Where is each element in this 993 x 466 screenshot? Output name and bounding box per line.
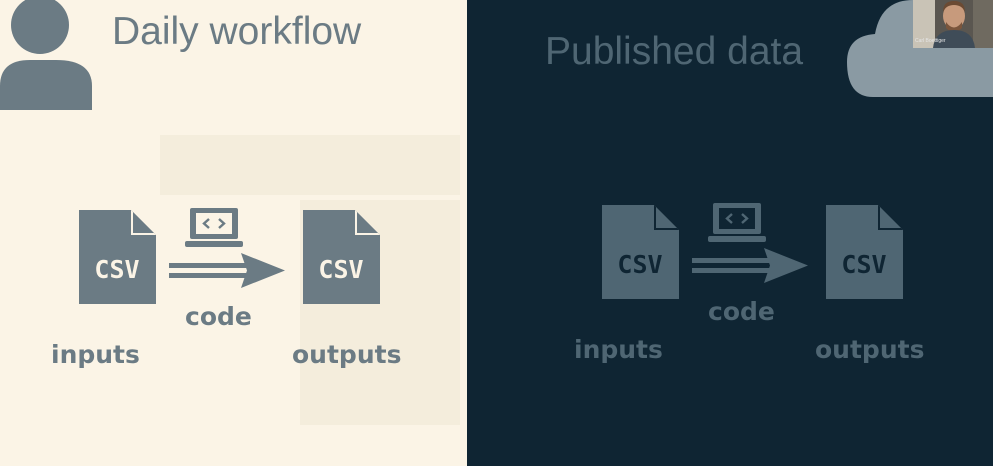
laptop-code-icon — [708, 203, 766, 242]
arrow-right-icon — [692, 248, 808, 283]
person-video-image — [913, 0, 993, 48]
csv-file-icon: CSV — [79, 210, 156, 304]
inputs-label: inputs — [574, 335, 663, 364]
csv-file-icon: CSV — [303, 210, 380, 304]
csv-label: CSV — [841, 250, 886, 279]
laptop-code-icon — [185, 208, 243, 247]
webcam-thumbnail[interactable]: Carl Boettiger — [913, 0, 993, 48]
participant-name: Carl Boettiger — [915, 38, 946, 44]
code-label: code — [708, 297, 775, 326]
csv-label: CSV — [318, 255, 363, 284]
outputs-label: outputs — [815, 335, 925, 364]
published-data-panel: Published data CSV CSV code inputs outpu… — [467, 0, 993, 466]
ghost-shape — [160, 135, 460, 195]
inputs-label: inputs — [51, 340, 140, 369]
arrow-right-icon — [169, 253, 285, 288]
csv-label: CSV — [94, 255, 139, 284]
daily-workflow-panel: Daily workflow CSV CSV code inputs outpu… — [0, 0, 467, 466]
outputs-label: outputs — [292, 340, 402, 369]
panel-title: Published data — [545, 30, 804, 73]
code-label: code — [185, 302, 252, 331]
user-icon — [0, 0, 92, 110]
csv-file-icon: CSV — [602, 205, 679, 299]
csv-label: CSV — [617, 250, 662, 279]
csv-file-icon: CSV — [826, 205, 903, 299]
panel-title: Daily workflow — [112, 10, 362, 53]
